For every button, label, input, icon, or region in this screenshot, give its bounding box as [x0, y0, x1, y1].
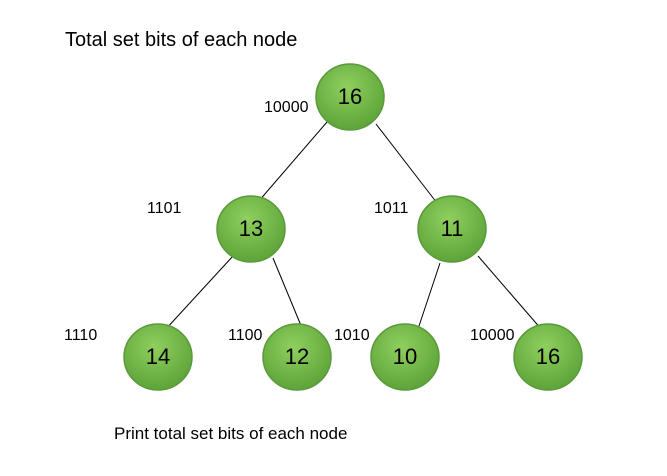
- node-value: 14: [146, 344, 170, 369]
- node-value: 13: [239, 216, 263, 241]
- binary-label-right-left: 1010: [334, 327, 370, 344]
- edge-root-right: [375, 123, 438, 204]
- node-circle: [370, 323, 440, 391]
- tree-node-right-right: 16: [513, 323, 583, 391]
- binary-label-right: 1011: [374, 200, 409, 217]
- edge-right-left: [417, 262, 441, 330]
- edge-right-right: [477, 255, 543, 331]
- node-circle: [262, 323, 332, 391]
- node-circle: [216, 195, 286, 263]
- node-value: 16: [536, 344, 560, 369]
- tree-node-right-left: 10: [370, 323, 440, 391]
- tree-node-left: 13: [216, 195, 286, 263]
- binary-label-root: 10000: [264, 99, 309, 116]
- node-circle: [123, 323, 193, 391]
- diagram-title: Total set bits of each node: [65, 29, 297, 51]
- node-circle: [315, 63, 385, 131]
- node-circle: [417, 195, 487, 263]
- node-value: 11: [441, 216, 464, 241]
- node-circle: [513, 323, 583, 391]
- node-value: 16: [338, 84, 362, 109]
- binary-label-left-left: 1110: [64, 327, 97, 344]
- node-value: 12: [285, 344, 309, 369]
- edge-root-left: [257, 121, 328, 203]
- binary-label-right-right: 10000: [470, 327, 515, 344]
- diagram-caption: Print total set bits of each node: [114, 424, 347, 443]
- tree-node-right: 11: [417, 195, 487, 263]
- tree-node-left-right: 12: [262, 323, 332, 391]
- node-value: 10: [393, 344, 417, 369]
- binary-label-left: 1101: [147, 200, 182, 217]
- tree-node-root: 16: [315, 63, 385, 131]
- binary-label-left-right: 1100: [228, 327, 263, 344]
- edge-left-left: [164, 255, 234, 331]
- tree-node-left-left: 14: [123, 323, 193, 391]
- edge-left-right: [272, 257, 303, 329]
